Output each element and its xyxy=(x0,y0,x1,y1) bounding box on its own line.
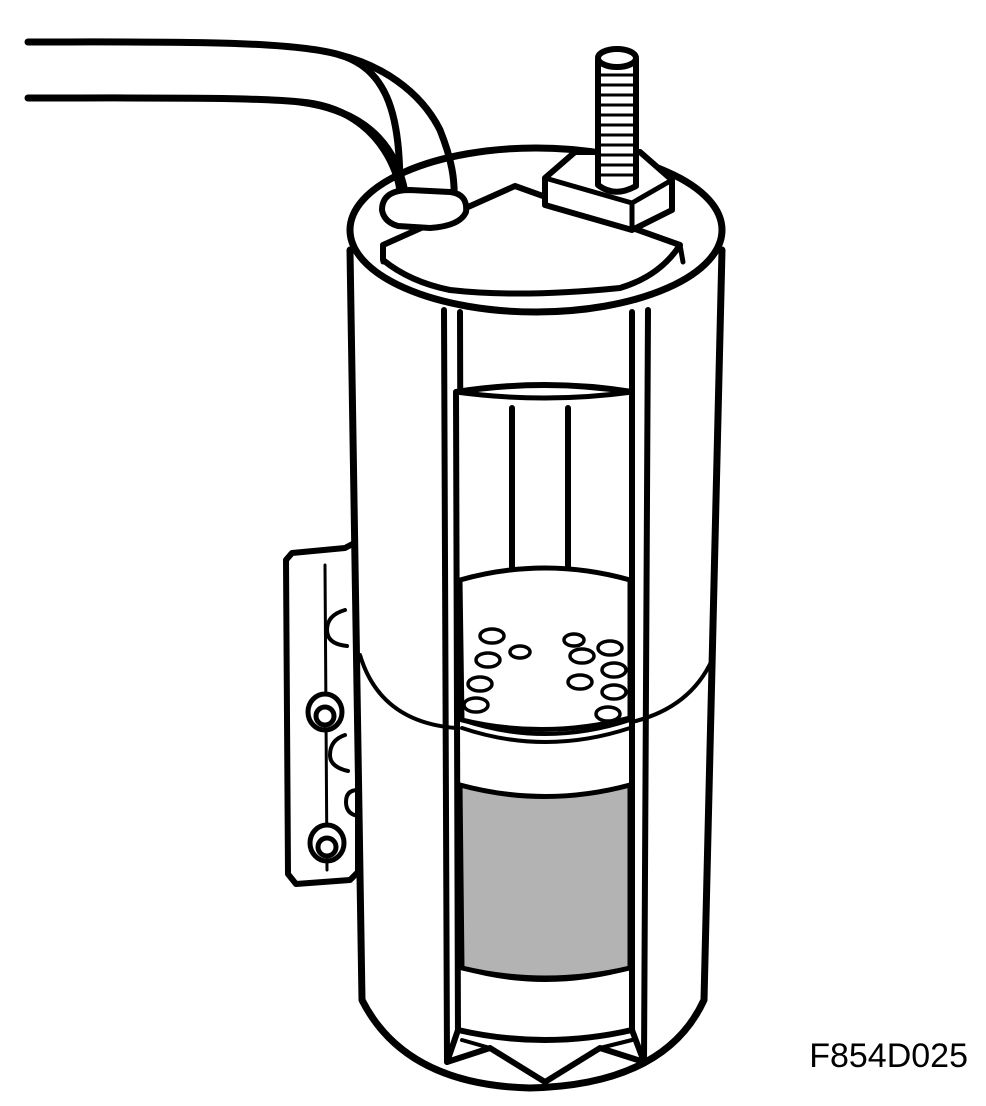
cutaway-window xyxy=(441,307,651,1085)
filter-holes xyxy=(462,627,628,723)
figure-code: F854D025 xyxy=(809,1037,968,1075)
cutaway-bottom xyxy=(444,1027,647,1085)
desiccant xyxy=(457,782,633,981)
bracket-hole xyxy=(305,691,345,733)
pipe-collar xyxy=(379,187,470,231)
threaded-stud xyxy=(542,46,675,233)
mounting-bracket xyxy=(283,537,363,887)
bracket-hole xyxy=(307,822,347,864)
refrigerant-pipes xyxy=(24,38,470,231)
thread-lines xyxy=(597,73,637,177)
body-seam xyxy=(358,653,458,730)
